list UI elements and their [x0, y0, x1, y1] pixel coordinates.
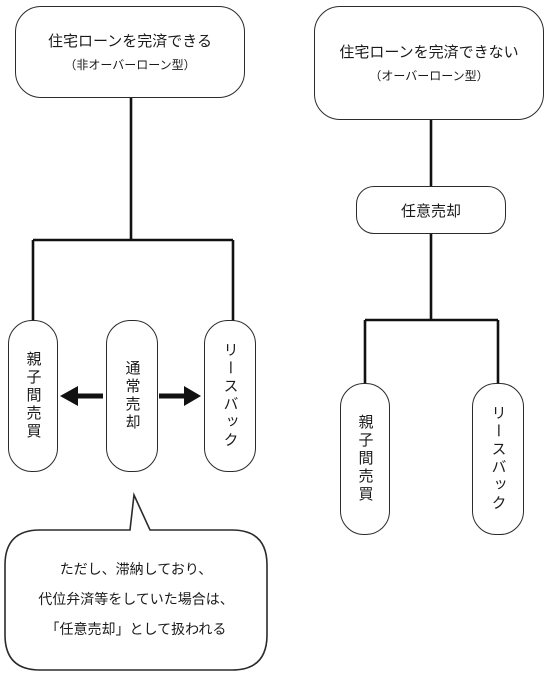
note-line-3: 「任意売却」として扱われる: [45, 622, 227, 638]
note-line-2: 代位弁済等をしていた場合は、: [38, 592, 234, 608]
right-leaf-leaseback-label: リースバック: [489, 405, 508, 513]
right-root-title: 住宅ローンを完済できない: [339, 43, 519, 61]
right-leaf-parent-child-label: 親子間売買: [356, 414, 375, 504]
right-root-node: 住宅ローンを完済できない （オーバーローン型）: [314, 6, 544, 120]
arrow-to-right-head: [184, 386, 201, 406]
left-root-node: 住宅ローンを完済できる （非オーバーローン型）: [15, 6, 245, 98]
right-mid-label: 任意売却: [400, 201, 461, 220]
note-line-1: ただし、滞納しており、: [59, 562, 213, 578]
left-leaf-parent-child-label: 親子間売買: [24, 351, 43, 441]
right-root-subtitle: （オーバーローン型）: [369, 69, 489, 83]
left-root-title: 住宅ローンを完済できる: [48, 32, 212, 50]
right-leaf-parent-child: 親子間売買: [340, 383, 390, 535]
left-leaf-leaseback: リースバック: [204, 320, 256, 472]
note-bubble: [4, 492, 268, 671]
left-root-subtitle: （非オーバーローン型）: [64, 58, 196, 72]
left-leaf-leaseback-label: リースバック: [221, 342, 240, 450]
right-leaf-leaseback: リースバック: [472, 383, 524, 535]
note-text: ただし、滞納しており、 代位弁済等をしていた場合は、 「任意売却」として扱われる: [5, 530, 267, 670]
right-mid-node: 任意売却: [356, 186, 506, 234]
arrow-to-left-head: [60, 386, 78, 406]
left-leaf-normal-sale: 通常売却: [106, 320, 158, 472]
left-leaf-parent-child: 親子間売買: [8, 320, 58, 472]
left-leaf-normal-sale-label: 通常売却: [123, 360, 142, 432]
